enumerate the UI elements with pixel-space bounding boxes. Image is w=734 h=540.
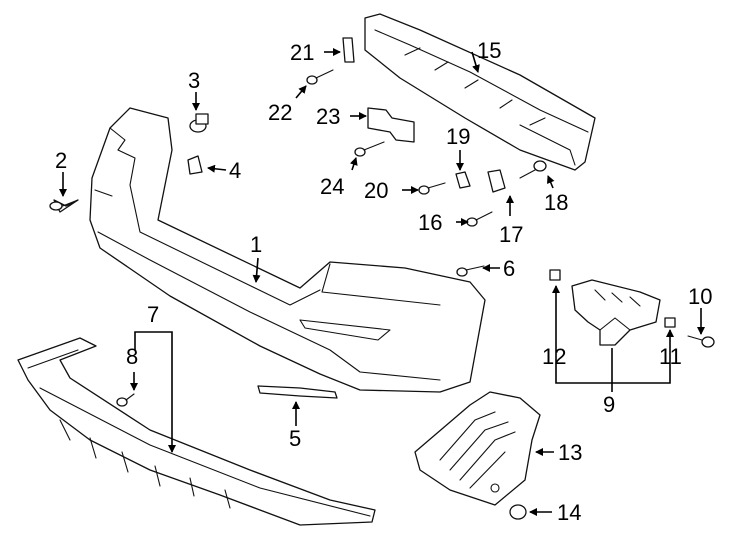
callout-11: 11 — [659, 344, 682, 369]
callout-22: 22 — [268, 100, 292, 125]
leader-lines — [59, 48, 705, 516]
callout-1: 1 — [250, 232, 262, 257]
callout-23: 23 — [316, 104, 340, 129]
plate — [367, 107, 415, 143]
bumper-cover — [89, 107, 486, 393]
reflector-strip — [257, 385, 338, 399]
callout-8: 8 — [126, 344, 138, 369]
lower-diffuser — [17, 337, 376, 526]
clip-21 — [342, 37, 355, 63]
callout-13: 13 — [558, 440, 582, 465]
impact-absorber — [364, 13, 596, 171]
callout-9: 9 — [603, 392, 615, 417]
callout-16: 16 — [418, 210, 442, 235]
callout-14: 14 — [557, 500, 581, 525]
callout-18: 18 — [544, 190, 568, 215]
callout-3: 3 — [188, 68, 200, 93]
callout-20: 20 — [364, 178, 388, 203]
callout-7: 7 — [147, 302, 159, 327]
callout-6: 6 — [503, 256, 515, 281]
callout-21: 21 — [290, 40, 314, 65]
callout-4: 4 — [229, 158, 241, 183]
fasteners — [49, 69, 715, 520]
callout-10: 10 — [688, 284, 712, 309]
callout-19: 19 — [446, 124, 470, 149]
callout-labels: 1 2 3 4 5 6 7 8 9 10 11 12 13 14 15 16 1… — [55, 38, 712, 525]
callout-5: 5 — [289, 426, 301, 451]
callout-24: 24 — [320, 174, 344, 199]
splash-shield — [414, 391, 541, 506]
callout-12: 12 — [542, 344, 566, 369]
side-bracket — [571, 279, 661, 346]
callout-15: 15 — [477, 38, 501, 63]
callout-2: 2 — [55, 148, 67, 173]
callout-17: 17 — [499, 222, 523, 247]
